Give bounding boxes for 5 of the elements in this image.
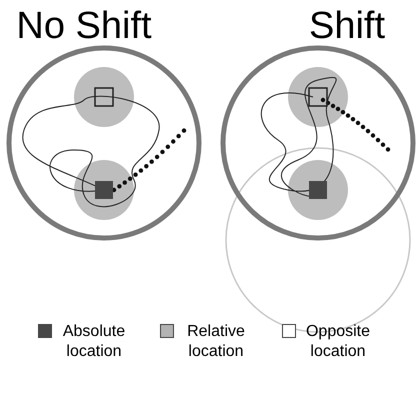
panel-title: No Shift	[15, 4, 153, 48]
legend-text: Absolute location	[62, 322, 126, 362]
legend-text: Opposite location	[304, 322, 372, 362]
legend-text: Relative location	[186, 322, 246, 362]
panel-title: Shift	[308, 4, 386, 48]
